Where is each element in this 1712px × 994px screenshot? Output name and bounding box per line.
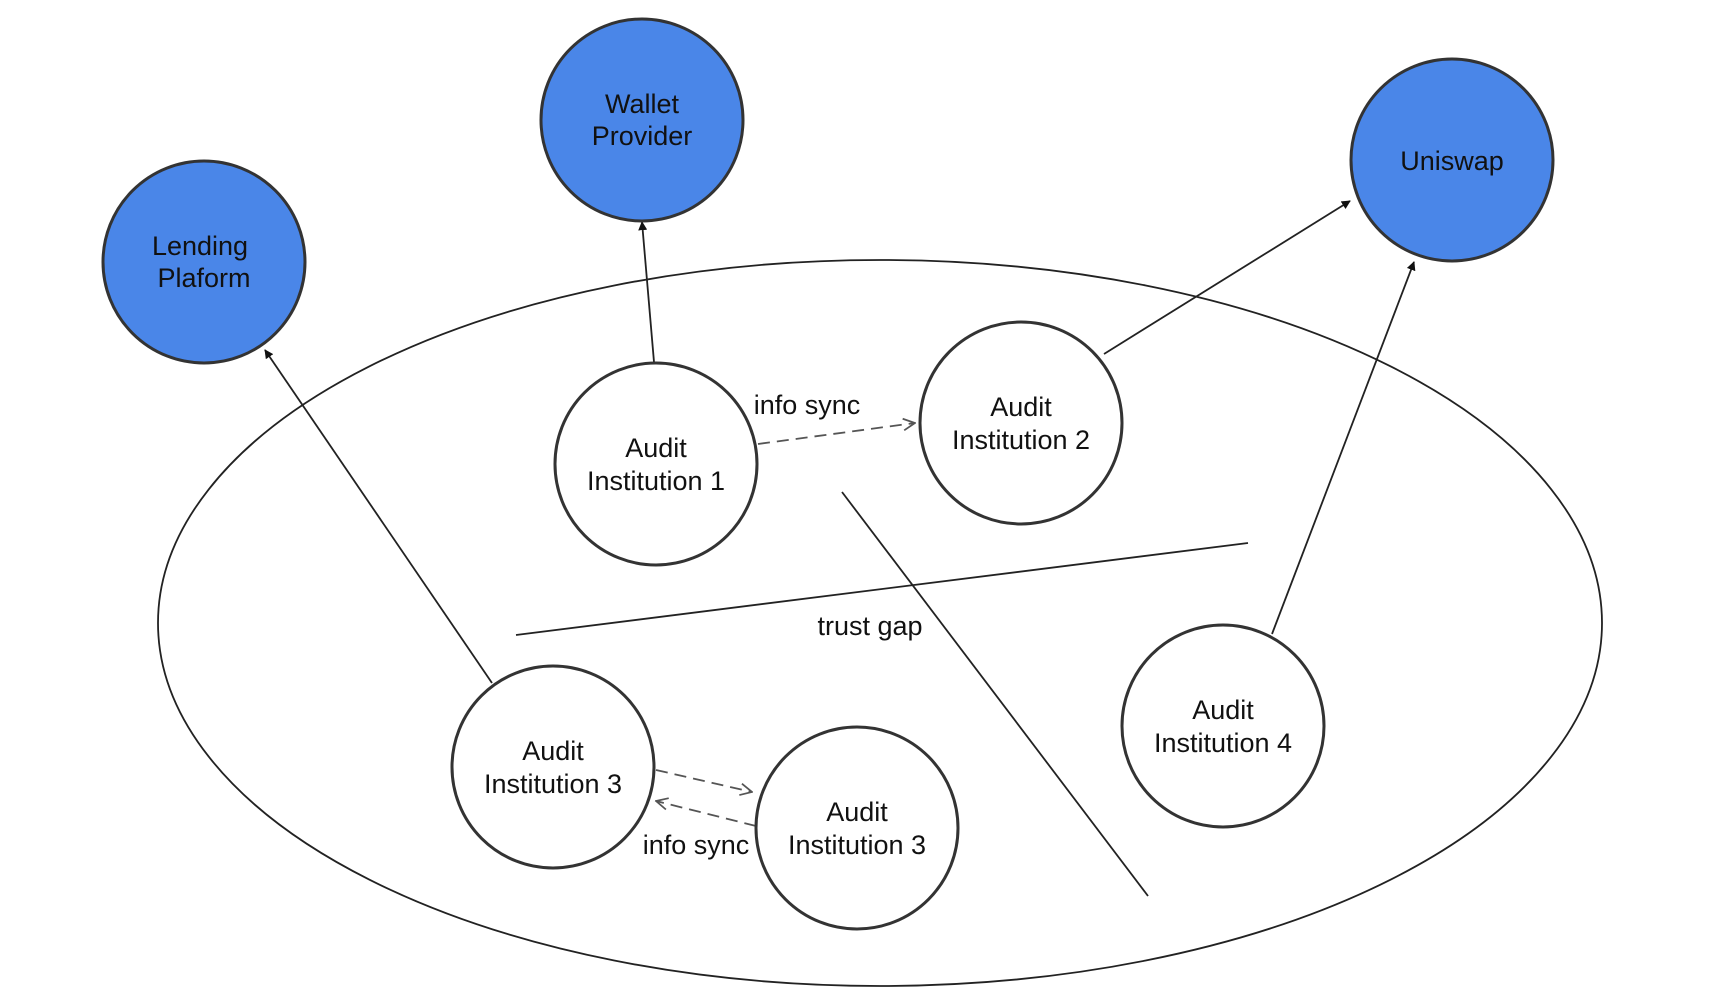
node-lending-platform: Lending Plaform	[101, 159, 307, 365]
edge-a2-to-uniswap	[1103, 200, 1351, 355]
node-label-line1: Audit	[522, 736, 584, 766]
node-audit-institution-1: Audit Institution 1	[553, 361, 759, 567]
edge-a4-to-uniswap	[1271, 261, 1416, 635]
node-audit-institution-4: Audit Institution 4	[1120, 623, 1326, 829]
edge-a3-to-lending	[264, 349, 493, 684]
node-wallet-provider: Wallet Provider	[539, 17, 745, 223]
node-label-line2: Provider	[592, 121, 693, 151]
ecosystem-boundary	[157, 259, 1603, 987]
node-label-line2: Plaform	[157, 263, 250, 293]
node-label-line1: Audit	[990, 392, 1052, 422]
node-audit-institution-3-left: Audit Institution 3	[450, 664, 656, 870]
node-label-line2: Institution 2	[952, 425, 1090, 455]
node-label: Uniswap	[1400, 146, 1504, 176]
node-label-line2: Institution 1	[587, 466, 725, 496]
node-label-line2: Institution 3	[484, 769, 622, 799]
node-uniswap: Uniswap	[1349, 57, 1555, 263]
trust-gap-line-diagonal	[841, 491, 1149, 897]
node-label-line1: Audit	[625, 433, 687, 463]
edge-sync-a3-back-to-a3	[656, 801, 757, 827]
node-label-line1: Lending	[152, 231, 248, 261]
node-audit-institution-3-right: Audit Institution 3	[754, 725, 960, 931]
node-label-line1: Audit	[826, 797, 888, 827]
trust-gap-line-horizontal	[515, 542, 1249, 636]
node-audit-institution-2: Audit Institution 2	[918, 320, 1124, 526]
info-sync-label-bottom: info sync	[643, 830, 750, 860]
trust-gap-label: trust gap	[817, 611, 922, 641]
node-label-line2: Institution 4	[1154, 728, 1292, 758]
edge-sync-a1-to-a2	[757, 423, 915, 445]
node-label-line1: Wallet	[605, 89, 680, 119]
node-label-line1: Audit	[1192, 695, 1254, 725]
edge-sync-a3-to-a3	[655, 769, 752, 792]
info-sync-label-top: info sync	[754, 390, 861, 420]
edge-a1-to-wallet	[638, 221, 655, 363]
node-label-line2: Institution 3	[788, 830, 926, 860]
